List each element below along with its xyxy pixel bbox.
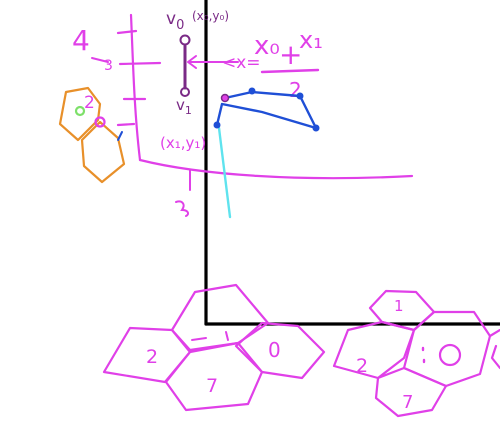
tile-circle-mark bbox=[438, 343, 462, 367]
label-v0-letter: v bbox=[166, 9, 176, 29]
tile-label-2-right: 2 bbox=[356, 355, 368, 377]
tile-label-1: 1 bbox=[394, 297, 404, 315]
magenta-point bbox=[94, 116, 106, 128]
formula-arrow bbox=[187, 55, 239, 69]
ruler-label-4: 4 bbox=[72, 24, 90, 57]
label-v1: v1 bbox=[176, 96, 192, 117]
vertex-dot bbox=[312, 124, 320, 132]
coordinate-axes bbox=[204, 0, 500, 326]
ruler-frame bbox=[116, 13, 414, 180]
blue-polygon-vertices bbox=[213, 87, 320, 132]
tile-left-2 bbox=[332, 320, 416, 380]
tile-cluster-left bbox=[102, 283, 326, 412]
tile-colon-mark bbox=[421, 346, 426, 364]
label-v0-coords: (x₀,y₀) bbox=[192, 9, 229, 23]
label-v0: v0 bbox=[166, 9, 184, 33]
label-v1-letter: v bbox=[176, 96, 185, 114]
label-v1-coords: (x₁,y₁) bbox=[160, 134, 206, 152]
ruler-tick-bottom bbox=[116, 122, 136, 127]
vertex-dot bbox=[296, 92, 304, 100]
tile-bottom-7 bbox=[164, 341, 264, 412]
hexagon-label-2: 2 bbox=[84, 93, 95, 113]
tile-label-0: 0 bbox=[268, 338, 281, 362]
ruler-vertical-line bbox=[129, 13, 142, 162]
vertex-v1-marker bbox=[180, 87, 190, 97]
formula-plus: + bbox=[279, 38, 302, 71]
tile-label-7: 7 bbox=[206, 375, 218, 397]
vertex-dot bbox=[248, 87, 256, 95]
vertex-v0-marker bbox=[179, 34, 191, 46]
tile-far-right bbox=[488, 328, 500, 370]
vertex-v0-v1-segment bbox=[179, 34, 191, 97]
blue-tick bbox=[117, 131, 123, 141]
formula-numerator-x1: x₁ bbox=[299, 26, 323, 54]
ruler-tick-middle bbox=[118, 61, 162, 66]
tile-bottom-7 bbox=[374, 366, 448, 418]
tile-label-7-right: 7 bbox=[402, 392, 413, 413]
vertex-dot bbox=[220, 93, 230, 103]
tile-label-2-left: 2 bbox=[146, 346, 158, 368]
tile-top bbox=[170, 283, 270, 352]
tile-right-0 bbox=[234, 321, 326, 380]
green-point bbox=[74, 105, 86, 117]
vertex-dot bbox=[213, 121, 221, 129]
ruler-label-3: 3 bbox=[104, 58, 113, 74]
tile-cluster-right bbox=[332, 289, 500, 418]
label-v1-subscript: 1 bbox=[185, 104, 192, 117]
formula-fraction-bar bbox=[260, 68, 320, 74]
squiggle-mark bbox=[175, 169, 191, 217]
formula-lhs: <x= bbox=[222, 53, 261, 73]
floor-curve bbox=[138, 158, 414, 180]
tile-top-marks bbox=[191, 331, 229, 341]
ruler-tick-top bbox=[116, 29, 138, 35]
formula-numerator-x0: x₀ bbox=[254, 31, 280, 61]
cyan-ray bbox=[217, 126, 232, 219]
ruler-label-4-dash bbox=[91, 57, 109, 63]
label-v0-subscript: 0 bbox=[176, 18, 184, 33]
orange-hexagon-top bbox=[58, 86, 102, 142]
